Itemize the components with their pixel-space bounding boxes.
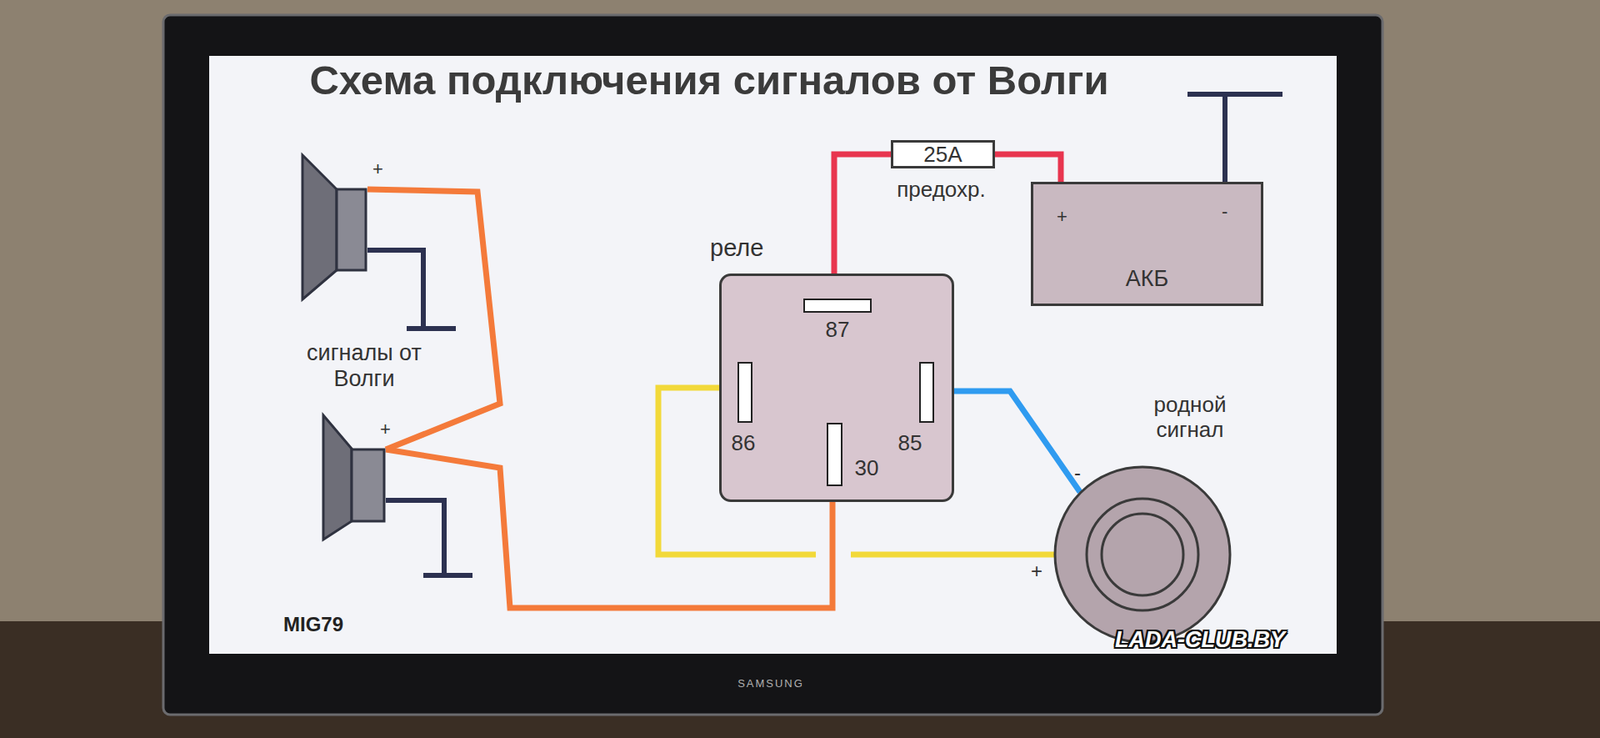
- node-text: +: [1056, 205, 1068, 227]
- battery-box: АКБ + -: [1030, 181, 1264, 306]
- brand-logo: SAMSUNG: [725, 677, 817, 690]
- node-text: +: [1030, 559, 1043, 583]
- horn-symbol: +: [300, 153, 368, 301]
- diagram-title: Схема подключения сигналов от Волги: [209, 56, 1210, 104]
- ground-symbol: [423, 572, 473, 578]
- wire-connector: [367, 189, 500, 450]
- watermark: MIG79: [283, 612, 344, 636]
- ground-wire: [1222, 94, 1228, 182]
- node-text: реле: [710, 234, 764, 262]
- relay-box: реле87863085: [719, 273, 955, 502]
- horn-ring: [1101, 513, 1184, 595]
- watermark: LADA-CLUB.BY: [1115, 626, 1285, 653]
- horn-bell: [302, 155, 337, 300]
- horn-drawing: [1052, 464, 1233, 645]
- tv-bezel: [163, 15, 1383, 715]
- ground-symbol: [1187, 91, 1283, 97]
- horn-drawing: [300, 153, 368, 301]
- relay-pin: [803, 298, 872, 313]
- relay-pin: [737, 361, 753, 423]
- horn-ring: [1086, 498, 1199, 610]
- horn-caption: сигналы от Волги: [301, 340, 427, 392]
- horn-body: [336, 189, 366, 270]
- ground-symbol: [406, 325, 456, 331]
- node-text: +: [372, 158, 384, 180]
- wire-connector: [995, 154, 1061, 182]
- ground-wire: [385, 500, 445, 575]
- ground-wire: [367, 250, 424, 329]
- node-text: предохр.: [876, 177, 1006, 203]
- node-text: -: [1074, 460, 1081, 485]
- horn-body: [351, 449, 385, 521]
- node-text: -: [1221, 200, 1228, 222]
- node-text: 25A: [893, 142, 993, 168]
- node-text: +: [380, 418, 391, 440]
- tv-screen: [209, 55, 1337, 654]
- horn-outer: [1055, 466, 1230, 642]
- node-text: 30: [848, 455, 885, 481]
- horn-drawing: [321, 413, 386, 541]
- horn-symbol: +: [321, 413, 386, 541]
- relay-pin: [919, 361, 935, 423]
- node-text: 86: [725, 430, 762, 456]
- node-text: 87: [803, 317, 872, 343]
- node-text: родной сигнал: [1138, 392, 1242, 443]
- node-text: АКБ: [1033, 265, 1261, 292]
- native-horn: родной сигнал-+: [1052, 464, 1233, 645]
- relay-pin: [826, 422, 843, 486]
- fuse-box: 25Aпредохр.: [890, 140, 995, 169]
- horn-bell: [323, 415, 352, 540]
- node-text: 85: [891, 430, 929, 456]
